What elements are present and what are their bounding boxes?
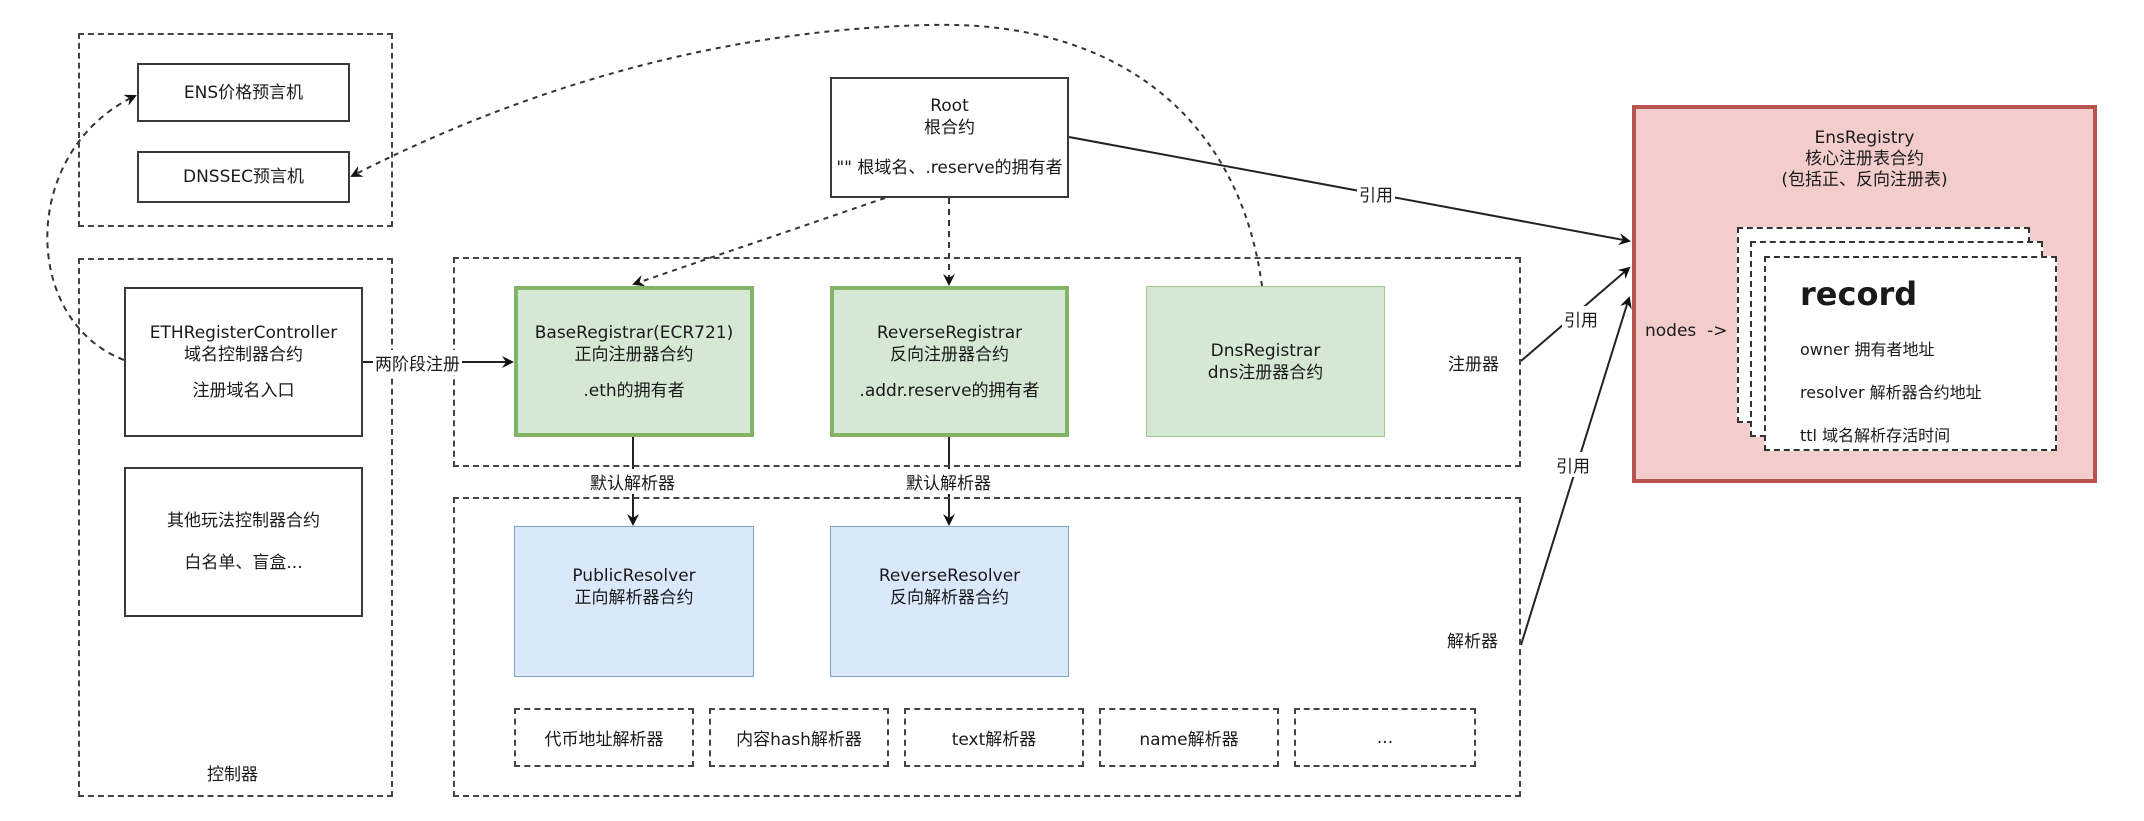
base-registrar-note: .eth的拥有者 [583, 380, 685, 401]
other-controllers-title: 其他玩法控制器合约 [167, 511, 320, 531]
sub-resolver-label: name解析器 [1139, 730, 1239, 750]
edge-label-reference-registrars: 引用 [1562, 306, 1600, 331]
reverse-registrar-note: .addr.reserve的拥有者 [859, 380, 1040, 401]
record-field-ttl: ttl 域名解析存活时间 [1800, 426, 1951, 445]
sub-resolver-token-address[interactable]: 代币地址解析器 [514, 708, 694, 767]
reverse-resolver-box[interactable]: ReverseResolver 反向解析器合约 [830, 526, 1069, 677]
dns-registrar-box[interactable]: DnsRegistrar dns注册器合约 [1146, 286, 1385, 437]
eth-register-controller-subtitle: 域名控制器合约 [184, 345, 303, 365]
edge-root-to-registry [1068, 136, 1631, 246]
controller-group-label: 控制器 [207, 765, 258, 785]
ens-registry-note: (包括正、反向注册表) [1781, 170, 1948, 190]
eth-register-controller-note: 注册域名入口 [192, 381, 295, 401]
sub-resolver-label: 代币地址解析器 [544, 730, 664, 750]
record-field-resolver: resolver 解析器合约地址 [1800, 383, 1982, 402]
sub-resolver-text[interactable]: text解析器 [904, 708, 1084, 767]
root-box[interactable]: Root 根合约 "" 根域名、.reserve的拥有者 [830, 77, 1069, 198]
root-subtitle: 根合约 [924, 118, 975, 138]
edge-label-reference-resolvers: 引用 [1554, 452, 1592, 477]
reverse-registrar-subtitle: 反向注册器合约 [890, 344, 1009, 365]
other-controllers-box[interactable]: 其他玩法控制器合约 白名单、盲盒... [124, 467, 363, 617]
sub-resolver-content-hash[interactable]: 内容hash解析器 [709, 708, 889, 767]
registrar-group-label: 注册器 [1448, 355, 1499, 375]
ens-registry-title: EnsRegistry [1814, 128, 1915, 148]
ens-price-oracle-box[interactable]: ENS价格预言机 [137, 63, 350, 122]
oracle-group [78, 33, 393, 227]
resolver-group-label: 解析器 [1447, 632, 1498, 652]
controller-group [78, 258, 393, 797]
public-resolver-title: PublicResolver [572, 566, 696, 586]
record-field-owner: owner 拥有者地址 [1800, 340, 1935, 359]
reverse-registrar-title: ReverseRegistrar [876, 322, 1023, 343]
public-resolver-box[interactable]: PublicResolver 正向解析器合约 [514, 526, 754, 677]
edge-label-default-resolver-2: 默认解析器 [904, 469, 993, 494]
edge-label-two-phase-register: 两阶段注册 [373, 350, 462, 375]
sub-resolver-label: text解析器 [951, 730, 1037, 750]
nodes-label: nodes -> [1645, 321, 1728, 341]
sub-resolver-name[interactable]: name解析器 [1099, 708, 1279, 767]
resolver-group [453, 497, 1521, 797]
base-registrar-box[interactable]: BaseRegistrar(ECR721) 正向注册器合约 .eth的拥有者 [514, 286, 754, 437]
dns-registrar-subtitle: dns注册器合约 [1207, 362, 1324, 383]
base-registrar-title: BaseRegistrar(ECR721) [534, 322, 734, 343]
dnssec-oracle-label: DNSSEC预言机 [182, 167, 304, 187]
edge-label-default-resolver-1: 默认解析器 [588, 469, 677, 494]
dns-registrar-title: DnsRegistrar [1210, 340, 1321, 361]
eth-register-controller-title: ETHRegisterController [149, 323, 338, 343]
sub-resolver-more[interactable]: ... [1294, 708, 1476, 767]
ens-price-oracle-label: ENS价格预言机 [183, 82, 304, 103]
root-title: Root [930, 96, 969, 116]
root-note: "" 根域名、.reserve的拥有者 [836, 158, 1063, 178]
edge-dnsregistrar-to-dnssec [350, 23, 1263, 287]
record-title: record [1800, 275, 1918, 313]
public-resolver-subtitle: 正向解析器合约 [574, 588, 694, 608]
other-controllers-note: 白名单、盲盒... [184, 553, 303, 573]
sub-resolver-label: ... [1376, 727, 1394, 748]
reverse-registrar-box[interactable]: ReverseRegistrar 反向注册器合约 .addr.reserve的拥… [830, 286, 1069, 437]
base-registrar-subtitle: 正向注册器合约 [574, 344, 694, 365]
ens-registry-subtitle: 核心注册表合约 [1805, 149, 1924, 169]
record-card-front[interactable]: record owner 拥有者地址 resolver 解析器合约地址 ttl … [1764, 256, 2057, 451]
dnssec-oracle-box[interactable]: DNSSEC预言机 [137, 151, 350, 203]
ens-registry-header: EnsRegistry 核心注册表合约 (包括正、反向注册表) [1632, 128, 2097, 191]
reverse-resolver-title: ReverseResolver [878, 566, 1021, 586]
reverse-resolver-subtitle: 反向解析器合约 [890, 588, 1009, 608]
sub-resolver-label: 内容hash解析器 [736, 730, 862, 750]
edge-label-reference-root: 引用 [1357, 181, 1395, 206]
eth-register-controller-box[interactable]: ETHRegisterController 域名控制器合约 注册域名入口 [124, 287, 363, 437]
